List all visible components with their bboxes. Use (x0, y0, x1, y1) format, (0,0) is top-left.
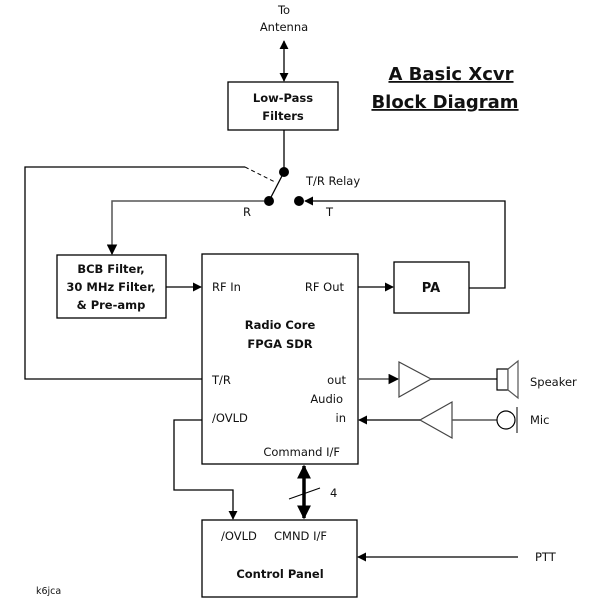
tr-relay: T/R Relay R T (243, 166, 360, 219)
mic-amp-icon (418, 400, 453, 440)
relay-t-label: T (325, 205, 334, 219)
ptt-label: PTT (535, 550, 557, 564)
microphone-icon (496, 407, 518, 433)
control-panel-block: /OVLD CMND I/F Control Panel (201, 519, 358, 598)
core-label-line2: FPGA SDR (247, 337, 312, 351)
control-panel-label: Control Panel (236, 567, 323, 581)
control-cmnd-port-label: CMND I/F (274, 529, 327, 543)
ovld-port-label: /OVLD (212, 411, 248, 425)
relay-arm (268, 171, 285, 202)
tr-control-wire (24, 166, 245, 380)
low-pass-filters-block: Low-Pass Filters (227, 81, 339, 131)
tx-path-wire (304, 196, 506, 289)
radio-core-block: RF In RF Out Radio Core FPGA SDR T/R out… (201, 253, 359, 465)
ovld-wire (173, 419, 238, 520)
speaker-label: Speaker (530, 375, 577, 389)
relay-control-dashed (244, 166, 276, 183)
relay-r-label: R (243, 205, 251, 219)
diagram-title-line2: Block Diagram (371, 92, 518, 113)
lpf-label-line1: Low-Pass (253, 91, 313, 105)
audio-port-label: Audio (310, 392, 343, 406)
bcb-label-line1: BCB Filter, (77, 262, 144, 276)
command-if-port-label: Command I/F (263, 445, 340, 459)
core-label-line1: Radio Core (245, 318, 316, 332)
relay-t-contact (294, 196, 304, 206)
control-ovld-port-label: /OVLD (221, 529, 257, 543)
bus-width-label: 4 (330, 486, 337, 500)
relay-label: T/R Relay (305, 174, 360, 188)
pa-block: PA (393, 261, 470, 314)
bus-width-slash (288, 487, 321, 500)
bcb-label-line2: 30 MHz Filter, (66, 280, 155, 294)
speaker-icon (496, 359, 519, 400)
mic-label: Mic (530, 413, 549, 427)
speaker-amp-icon (398, 361, 433, 399)
author-credit: k6jca (36, 586, 61, 597)
tr-port-label: T/R (211, 373, 231, 387)
audio-out-port-label: out (327, 373, 346, 387)
diagram-title-line1: A Basic Xcvr (388, 64, 513, 85)
pa-label: PA (422, 281, 440, 296)
antenna-label-line2: Antenna (260, 20, 308, 34)
bcb-filter-preamp-block: BCB Filter, 30 MHz Filter, & Pre-amp (56, 254, 167, 319)
bcb-label-line3: & Pre-amp (77, 298, 146, 312)
antenna-label-line1: To (277, 3, 290, 17)
audio-in-port-label: in (336, 411, 346, 425)
rf-in-port-label: RF In (212, 280, 241, 294)
rx-path-wire (106, 200, 264, 256)
lpf-label-line2: Filters (262, 109, 304, 123)
rf-out-port-label: RF Out (305, 280, 345, 294)
